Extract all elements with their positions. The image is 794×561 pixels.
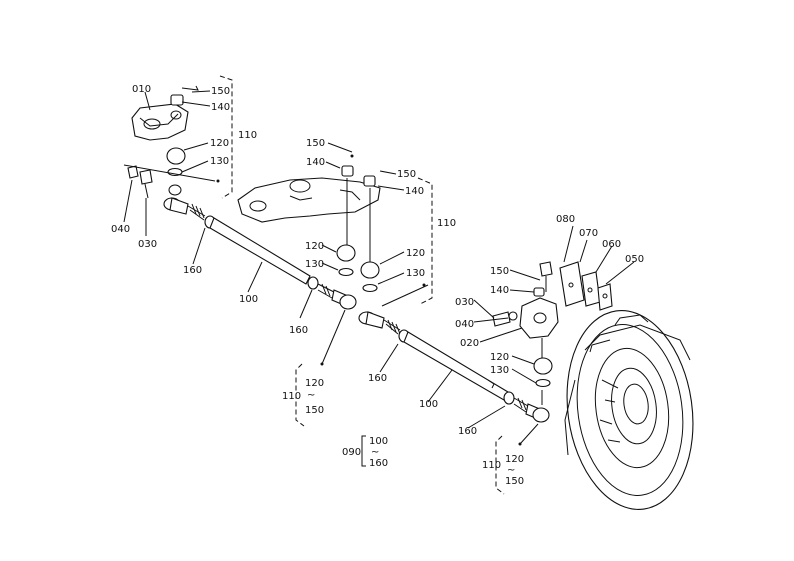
- label-110: 110: [282, 391, 301, 402]
- label-040: 040: [455, 319, 474, 330]
- label-150: 150: [211, 86, 230, 97]
- label-030: 030: [455, 297, 474, 308]
- label-140: 140: [306, 157, 325, 168]
- label-160: 160: [458, 426, 477, 437]
- label-160: 160: [368, 373, 387, 384]
- shim-plates-050-070: [559, 261, 613, 311]
- label-030: 030: [138, 239, 157, 250]
- label-110: 110: [482, 460, 501, 471]
- label-140: 140: [490, 285, 509, 296]
- tie-rod-right: [358, 311, 550, 423]
- bolts-030-040-left: [127, 165, 153, 199]
- label-120: 120: [490, 352, 509, 363]
- label-160: 160: [183, 265, 202, 276]
- label-150: 150: [490, 266, 509, 277]
- center-bellcrank: [237, 165, 381, 262]
- label-060: 060: [602, 239, 621, 250]
- label-130: 130: [490, 365, 509, 376]
- label-120: 120: [210, 138, 229, 149]
- tilde-mark: ~: [307, 390, 315, 401]
- label-120: 120: [406, 248, 425, 259]
- label-110: 110: [437, 218, 456, 229]
- label-070: 070: [579, 228, 598, 239]
- part-number-labels: 010 150 140 120 130 110 040 030 160 100 …: [111, 84, 644, 487]
- label-160: 160: [369, 458, 388, 469]
- label-090: 090: [342, 447, 361, 458]
- label-130: 130: [210, 156, 229, 167]
- label-160: 160: [289, 325, 308, 336]
- label-130: 130: [305, 259, 324, 270]
- knuckle-arm-020: [519, 297, 559, 405]
- label-040: 040: [111, 224, 130, 235]
- label-100: 100: [369, 436, 388, 447]
- label-020: 020: [460, 338, 479, 349]
- label-150: 150: [505, 476, 524, 487]
- steering-arm-010: [131, 85, 199, 141]
- label-120: 120: [305, 378, 324, 389]
- tilde-mark: ~: [371, 447, 379, 458]
- label-100: 100: [419, 399, 438, 410]
- label-140: 140: [405, 186, 424, 197]
- leader-lines: [123, 90, 635, 445]
- ball-joints-center: [336, 244, 380, 293]
- label-130: 130: [406, 268, 425, 279]
- label-110: 110: [238, 130, 257, 141]
- label-150: 150: [305, 405, 324, 416]
- label-120: 120: [505, 454, 524, 465]
- label-080: 080: [556, 214, 575, 225]
- label-150: 150: [397, 169, 416, 180]
- label-140: 140: [211, 102, 230, 113]
- label-010: 010: [132, 84, 151, 95]
- axle-hub-assembly: [564, 310, 694, 510]
- assembly-brackets: [216, 75, 522, 495]
- label-120: 120: [305, 241, 324, 252]
- label-150: 150: [306, 138, 325, 149]
- label-050: 050: [625, 254, 644, 265]
- label-100: 100: [239, 294, 258, 305]
- tie-rod-left: [163, 197, 357, 310]
- tilde-mark: ~: [507, 465, 515, 476]
